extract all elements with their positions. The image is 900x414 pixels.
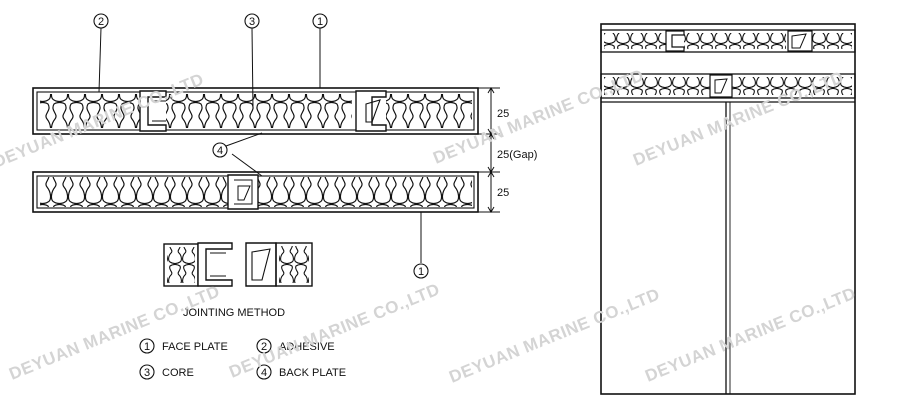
callout-3-top: 3: [244, 13, 260, 29]
svg-text:2: 2: [98, 16, 104, 28]
watermark-7: DEYUAN MARINE CO.,LTD: [642, 284, 858, 386]
jointing-method-label: JOINTING METHOD: [183, 307, 285, 319]
bottom-panel: [32, 171, 479, 213]
jointing-detail: [163, 242, 313, 287]
leader-lines: [98, 27, 422, 263]
callout-4-mid: 4: [212, 142, 228, 158]
dim-top-panel-label: 25: [497, 108, 509, 120]
svg-text:FACE PLATE: FACE PLATE: [162, 341, 228, 353]
svg-text:4: 4: [217, 145, 223, 157]
legend: 1 FACE PLATE 2 ADHESIVE 3 CORE 4 BACK PL…: [139, 338, 346, 380]
panel-elevation-view: [600, 23, 856, 395]
callout-2-top: 2: [93, 13, 109, 29]
svg-text:2: 2: [261, 341, 267, 353]
svg-text:BACK PLATE: BACK PLATE: [279, 367, 346, 379]
callout-1-top: 1: [312, 13, 328, 29]
legend-item-back-plate: 4 BACK PLATE: [256, 364, 346, 380]
callout-1-bottom: 1: [413, 263, 429, 279]
svg-text:3: 3: [249, 16, 255, 28]
legend-item-adhesive: 2 ADHESIVE: [256, 338, 335, 354]
svg-text:CORE: CORE: [162, 367, 194, 379]
svg-text:3: 3: [144, 367, 150, 379]
dim-gap-label: 25(Gap): [497, 149, 537, 161]
top-panel: [32, 87, 479, 135]
legend-item-face-plate: 1 FACE PLATE: [139, 338, 228, 354]
dim-bottom-panel-label: 25: [497, 187, 509, 199]
svg-text:ADHESIVE: ADHESIVE: [279, 341, 335, 353]
dimension-lines: [478, 87, 500, 213]
svg-text:1: 1: [144, 341, 150, 353]
svg-text:1: 1: [317, 16, 323, 28]
watermark-5: DEYUAN MARINE CO.,LTD: [446, 285, 662, 387]
legend-item-core: 3 CORE: [139, 364, 194, 380]
svg-text:1: 1: [418, 266, 424, 278]
svg-text:4: 4: [261, 367, 267, 379]
